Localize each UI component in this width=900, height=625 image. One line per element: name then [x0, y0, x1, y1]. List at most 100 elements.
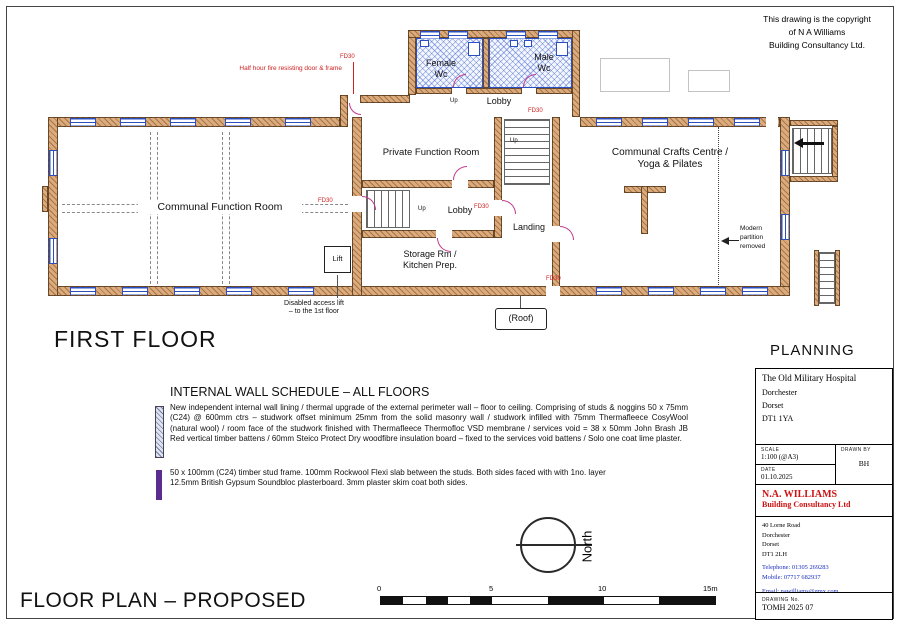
room-label-landing: Landing: [512, 222, 546, 232]
window: [538, 31, 558, 39]
company-address-line: 40 Lorne Road: [762, 522, 801, 529]
company-address-line: Dorchester: [762, 531, 791, 539]
door-opening: [436, 230, 452, 238]
scale-segment: [603, 597, 660, 604]
lift-leader-line: [337, 275, 338, 298]
roof-label: (Roof): [508, 313, 534, 323]
north-label: North: [579, 530, 595, 562]
door-swing: [453, 74, 466, 87]
fd30-leader-line: [353, 62, 354, 94]
roof-box: (Roof): [495, 308, 547, 330]
project-county: Dorset: [762, 400, 784, 410]
room-label-storage-line1: Storage Rm /: [403, 249, 457, 259]
drawing-no-value: TOMH 2025 07: [762, 603, 814, 612]
wall: [362, 230, 494, 238]
window: [226, 287, 252, 295]
scale-segment: [470, 597, 493, 604]
title-block-company: N.A. WILLIAMS Building Consultancy Ltd: [756, 485, 892, 517]
door-opening: [546, 286, 560, 296]
window: [642, 118, 668, 126]
scale-segment: [548, 597, 604, 604]
date-label: DATE: [761, 467, 776, 473]
exit-arrow-icon: [794, 138, 803, 148]
room-label-storage-line2: Kitchen Prep.: [402, 259, 458, 270]
copyright-note: This drawing is the copyright of N A Wil…: [742, 13, 892, 53]
room-label-female-wc: Female Wc: [422, 58, 460, 80]
room-label-crafts: Communal Crafts Centre / Yoga & Pilates: [598, 147, 742, 171]
title-block-project: The Old Military Hospital Dorchester Dor…: [756, 369, 892, 445]
planning-caption: PLANNING: [770, 342, 855, 359]
company-name: N.A. WILLIAMS: [762, 489, 838, 500]
scale-value: 1:100 (@A3): [761, 453, 799, 461]
drawn-by-value: BH: [858, 459, 870, 468]
modern-partition-note: Modern partition removed: [740, 225, 766, 251]
staircase: [792, 128, 832, 174]
meta-left: SCALE 1:100 (@A3) DATE 01.10.2025: [756, 445, 835, 484]
fire-door-note: Half hour fire resisting door & frame: [239, 65, 342, 72]
date-value: 01.10.2025: [761, 473, 793, 481]
room-label-lobby-center: Lobby: [447, 205, 473, 215]
title-block-drawing-no: DRAWING No. TOMH 2025 07: [756, 593, 892, 617]
title-block: The Old Military Hospital Dorchester Dor…: [755, 368, 893, 620]
door-swing: [453, 166, 467, 180]
window: [781, 150, 789, 176]
window: [174, 287, 200, 295]
room-label-crafts-line2: Yoga & Pilates: [637, 159, 703, 170]
room-label-male-wc-line2: Wc: [537, 62, 551, 73]
company-phone: Telephone: 01305 269283: [762, 564, 829, 572]
up-label: Up: [510, 138, 518, 144]
staircase: [819, 252, 835, 304]
north-arrow-line: [516, 544, 592, 546]
wall-schedule-title: INTERNAL WALL SCHEDULE – ALL FLOORS: [170, 385, 430, 399]
door-opening: [522, 88, 536, 94]
lift-label: Lift: [332, 254, 343, 263]
wall: [494, 117, 502, 238]
fd30-label: FD30: [546, 276, 561, 282]
room-label-male-wc-line1: Male: [534, 52, 554, 62]
scale-tick-5: 5: [489, 584, 494, 593]
window: [70, 287, 96, 295]
wall: [832, 126, 838, 178]
scale-bar: [380, 596, 716, 605]
window: [120, 118, 146, 126]
door-opening: [452, 180, 468, 188]
wall: [48, 117, 58, 296]
toilet-fixture: [556, 42, 568, 56]
disabled-lift-note-line1: Disabled access lift: [284, 300, 344, 307]
window: [648, 287, 674, 295]
window: [288, 287, 314, 295]
adjacent-structure-outline: [688, 70, 730, 92]
wall: [416, 88, 452, 94]
staircase: [366, 190, 410, 228]
door-opening: [352, 196, 362, 212]
removed-partition-line: [718, 127, 719, 285]
partition-arrow-stem: [729, 240, 739, 241]
door-opening: [552, 226, 560, 242]
first-floor-caption: FIRST FLOOR: [54, 326, 217, 352]
drawing-no-label: DRAWING No.: [762, 597, 800, 603]
wall: [835, 250, 840, 306]
urinal-fixture: [524, 40, 532, 47]
company-email: Email: nawilliams@gmx.com: [762, 587, 839, 593]
wall-schedule-item2: 50 x 100mm (C24) timber stud frame. 100m…: [170, 468, 606, 488]
wall: [48, 286, 790, 296]
room-label-communal-function: Communal Function Room: [138, 201, 302, 214]
north-label-wrap: North: [578, 517, 596, 575]
door-opening: [494, 200, 502, 216]
wall: [42, 186, 48, 212]
fd30-label: FD30: [318, 198, 333, 204]
copyright-line: of N A Williams: [788, 27, 846, 38]
toilet-fixture: [468, 42, 480, 56]
window: [734, 118, 760, 126]
window: [742, 287, 768, 295]
company-subtitle: Building Consultancy Ltd: [762, 500, 851, 509]
door-swing: [523, 74, 536, 87]
wall: [780, 117, 790, 296]
exit-arrow-stem: [802, 142, 824, 145]
wall: [572, 30, 580, 117]
urinal-fixture: [510, 40, 518, 47]
floor-plan-caption: FLOOR PLAN – PROPOSED: [20, 589, 306, 612]
copyright-line: This drawing is the copyright: [763, 14, 871, 24]
window: [285, 118, 311, 126]
wall: [790, 120, 838, 126]
